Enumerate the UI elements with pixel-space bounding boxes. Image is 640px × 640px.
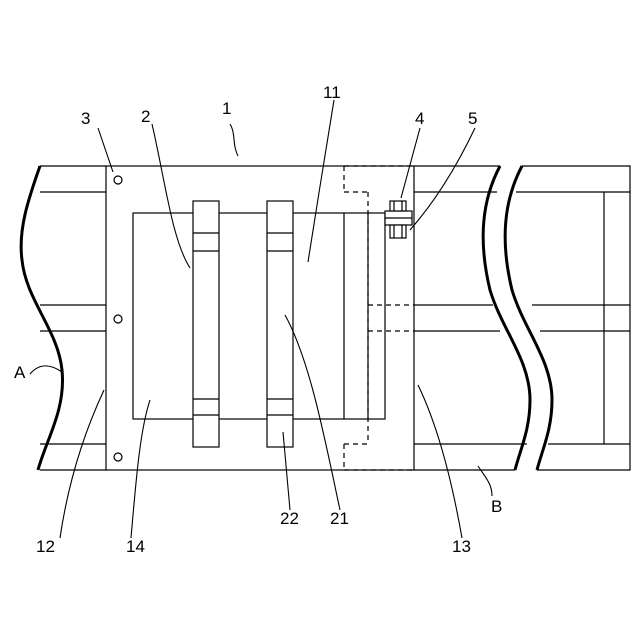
- label-13: 13: [452, 537, 471, 556]
- leader-12: [60, 390, 104, 538]
- label-14: 14: [126, 537, 145, 556]
- main-plate-1: [106, 166, 414, 470]
- label-12: 12: [36, 537, 55, 556]
- label-5: 5: [468, 109, 477, 128]
- label-11: 11: [323, 83, 341, 102]
- handle-bar-left: [193, 201, 219, 447]
- leader-13: [418, 385, 462, 538]
- label-1: 1: [222, 99, 231, 118]
- leader-1: [230, 124, 238, 156]
- middle-member: [414, 166, 552, 470]
- leader-a: [30, 366, 62, 374]
- hole-top: [114, 176, 122, 184]
- label-21: 21: [330, 509, 349, 528]
- hole-bottom: [114, 453, 122, 461]
- label-3: 3: [81, 109, 90, 128]
- leader-5: [410, 128, 475, 230]
- hole-middle: [114, 315, 122, 323]
- right-member-b: [516, 166, 630, 470]
- left-member-a: [21, 166, 106, 470]
- label-4: 4: [415, 109, 424, 128]
- label-a: A: [14, 363, 26, 382]
- label-22: 22: [280, 509, 299, 528]
- label-2: 2: [141, 107, 150, 126]
- left-break-line: [21, 166, 62, 470]
- label-b: B: [491, 497, 502, 516]
